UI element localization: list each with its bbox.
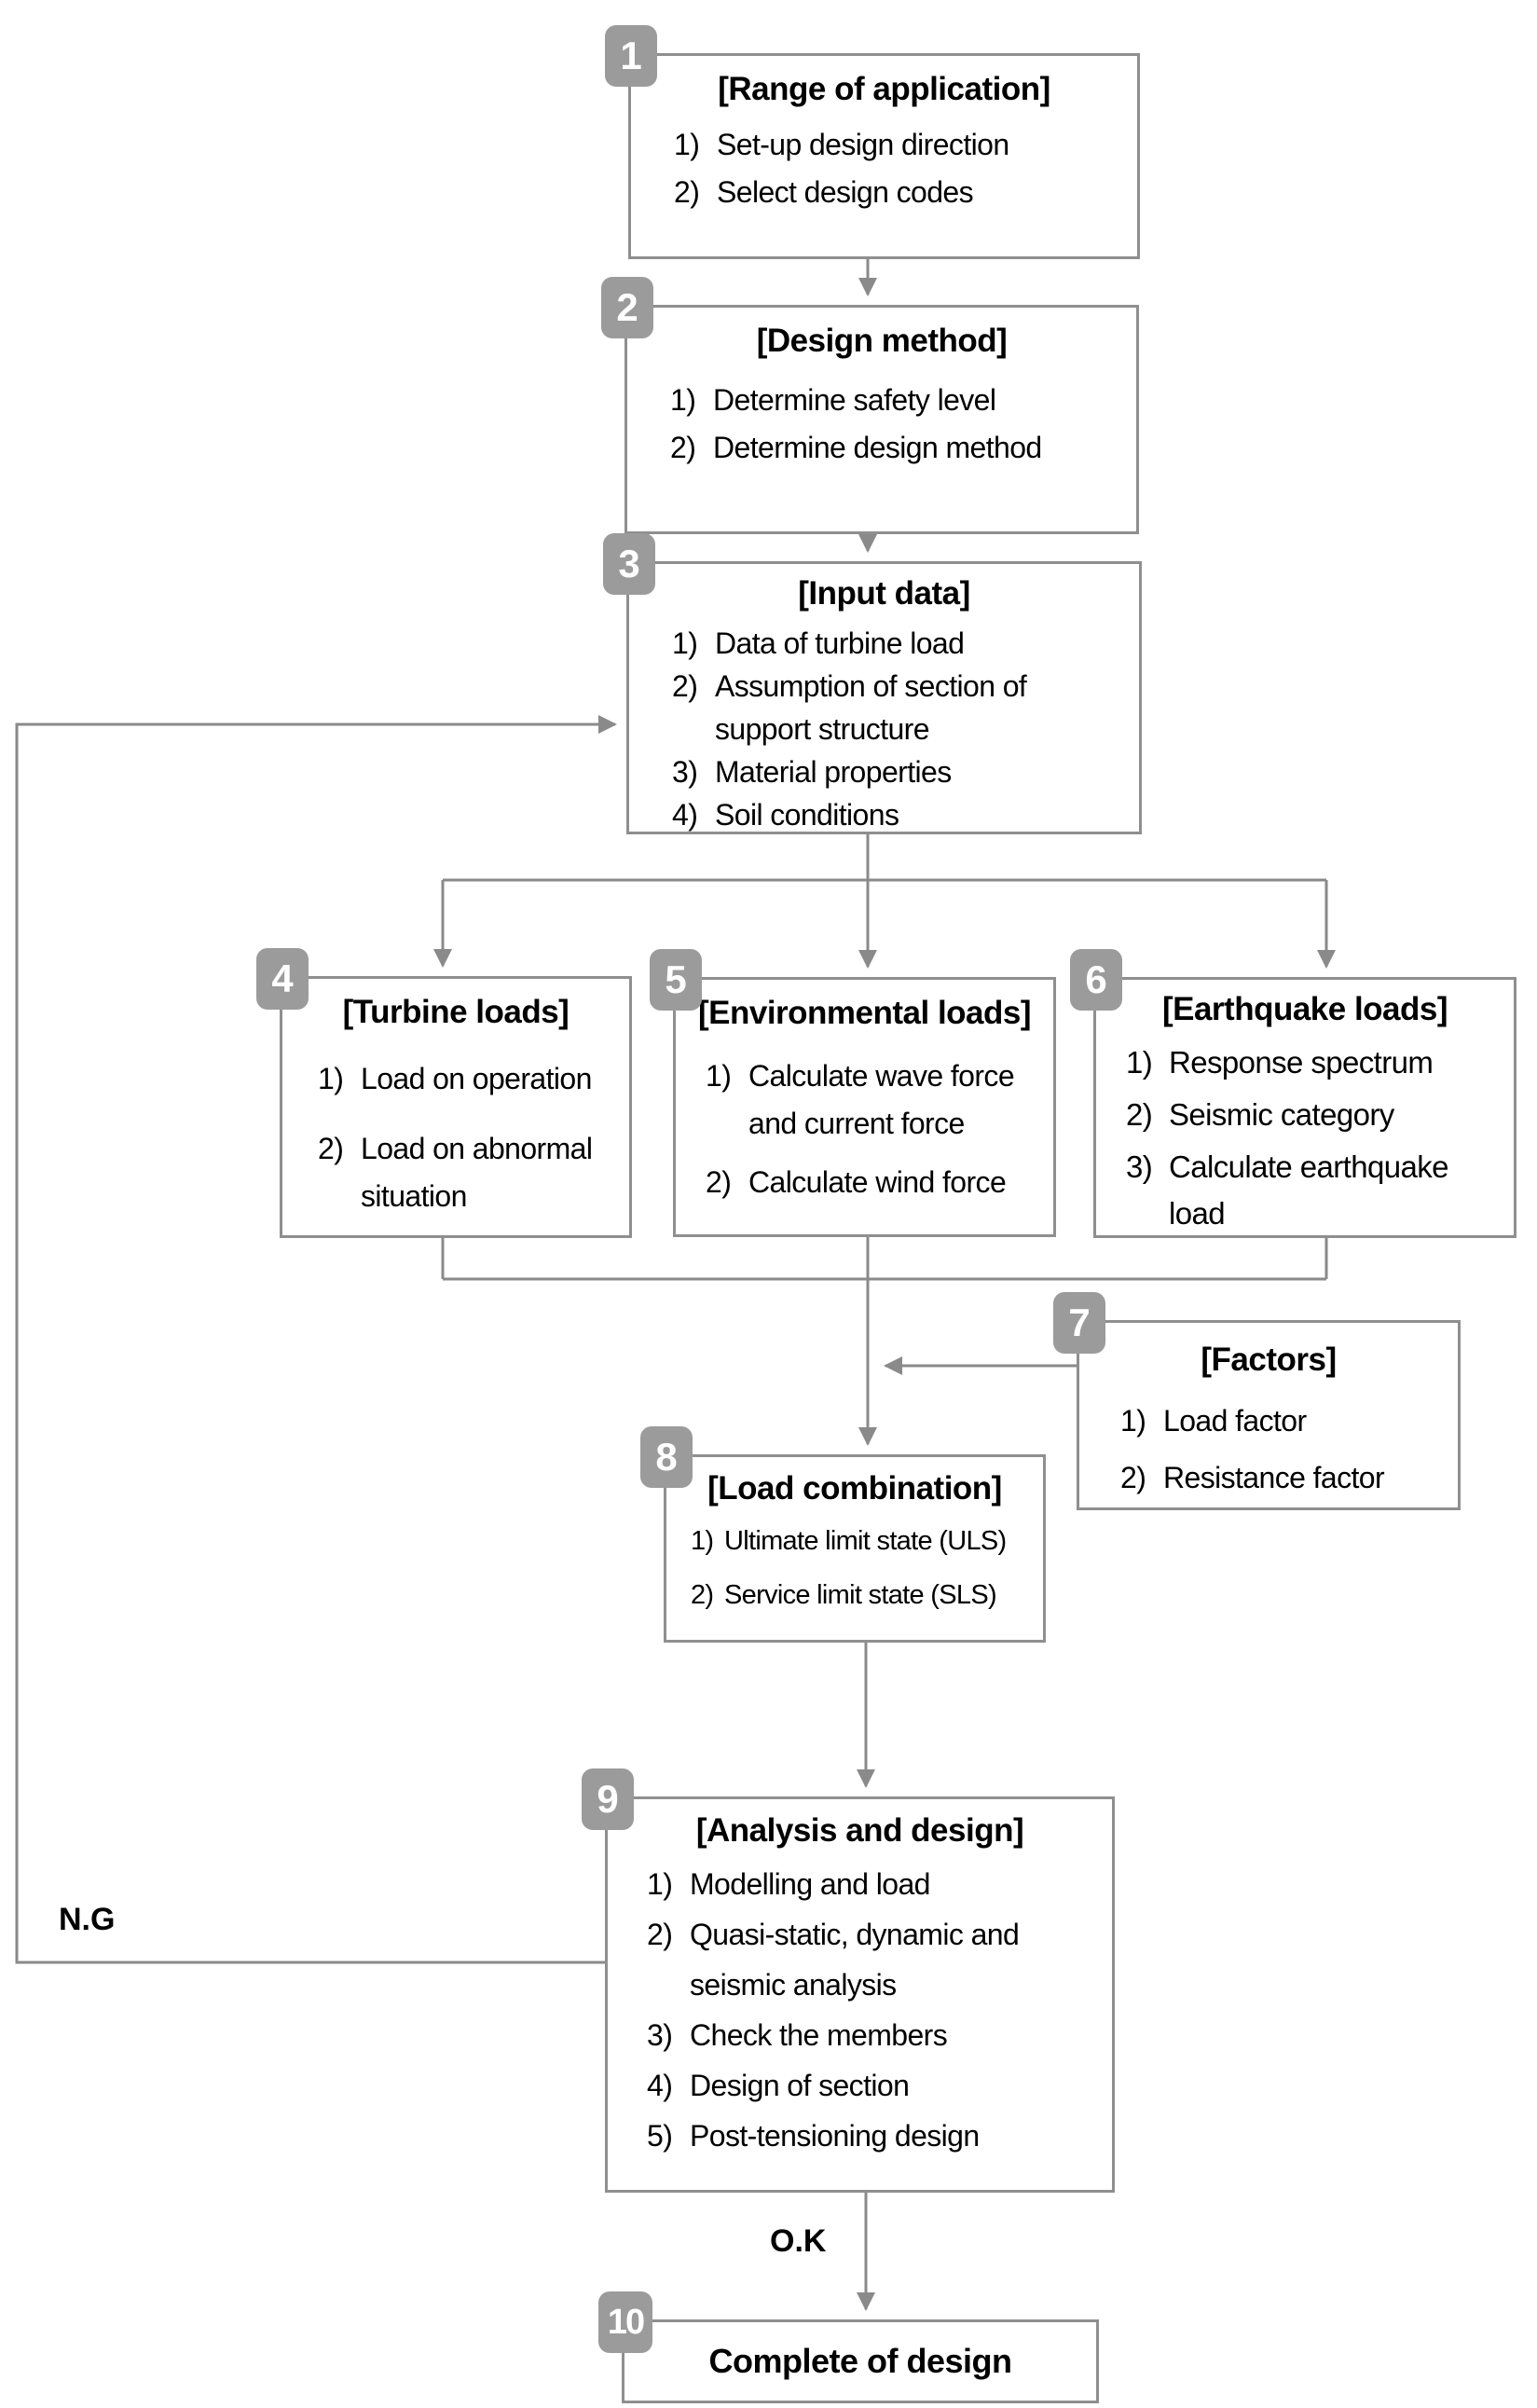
step-item: 2)Load on abnormal situation (318, 1132, 593, 1213)
flow-step-5-environmental-loads: 5 [Environmental loads] 1)Calculate wave… (650, 949, 1056, 1237)
step-number-badge: 3 (603, 533, 655, 595)
step-title: [Environmental loads] (697, 995, 1032, 1031)
ng-label: N.G (59, 1902, 116, 1937)
step-number-badge: 7 (1053, 1292, 1105, 1354)
step-item: 2)Seismic category (1126, 1097, 1394, 1132)
step-item: 1)Load on operation (318, 1062, 592, 1095)
step-number-badge: 10 (598, 2291, 652, 2353)
step-item: 2)Select design codes (674, 175, 974, 209)
step-item: 2)Assumption of section of support struc… (672, 669, 1027, 746)
step-item: 4)Design of section (647, 2069, 910, 2102)
step-items: 1)Calculate wave force and current force… (689, 1053, 1040, 1206)
step-title: [Range of application] (718, 71, 1050, 107)
flow-step-6-earthquake-loads: 6 [Earthquake loads] 1)Response spectrum… (1070, 949, 1516, 1238)
step-item: 1)Load factor (1120, 1404, 1307, 1438)
step-item: 5)Post-tensioning design (647, 2119, 980, 2153)
step-item: 1)Modelling and load (647, 1867, 930, 1901)
step-title: [Analysis and design] (695, 1812, 1024, 1849)
step-number-badge: 1 (605, 25, 657, 87)
step-item: 1)Ultimate limit state (ULS) (691, 1526, 1007, 1556)
step-title: [Load combination] (707, 1470, 1002, 1507)
step-number-badge: 4 (256, 948, 309, 1010)
step-items: 1)Load on operation 2)Load on abnormal s… (295, 1055, 616, 1220)
flow-step-2-design-method: 2 [Design method] 1)Determine safety lev… (601, 277, 1139, 534)
flow-step-10-complete-of-design: 10 Complete of design (598, 2291, 1099, 2403)
step-item: 1)Determine safety level (670, 383, 996, 417)
step-title: [Input data] (798, 575, 970, 612)
step-item: 4)Soil conditions (672, 798, 899, 832)
step-item: 3)Check the members (647, 2018, 948, 2052)
step-item: 2)Service limit state (SLS) (691, 1580, 997, 1610)
step-number-badge: 8 (640, 1426, 693, 1488)
step-item: 2)Calculate wind force (706, 1165, 1007, 1199)
step-item: 1)Response spectrum (1126, 1045, 1434, 1080)
step-item: 3)Material properties (672, 755, 952, 789)
step-title: [Turbine loads] (342, 994, 570, 1030)
step-item: 2)Quasi-static, dynamic and seismic anal… (647, 1918, 1020, 2002)
step-item: 1)Data of turbine load (672, 626, 965, 660)
step-number-badge: 2 (601, 277, 653, 338)
flow-step-1-range-of-application: 1 [Range of application] 1)Set-up design… (605, 25, 1140, 259)
step-number-badge: 5 (650, 949, 702, 1011)
step-items: 1)Determine safety level 2)Determine des… (640, 377, 1123, 472)
flow-step-8-load-combination: 8 [Load combination] 1)Ultimate limit st… (640, 1426, 1046, 1643)
step-item: 2)Resistance factor (1120, 1461, 1385, 1494)
step-number-badge: 9 (582, 1768, 634, 1830)
step-number-badge: 6 (1070, 949, 1122, 1011)
step-items: 1)Set-up design direction 2)Select desig… (644, 121, 1124, 216)
feedback-loop-ng (15, 715, 617, 1964)
step-items: 1)Load factor 2)Resistance factor (1092, 1397, 1445, 1502)
step-items: 1)Response spectrum 2)Seismic category 3… (1109, 1039, 1501, 1237)
step-items: 1)Data of turbine load 2)Assumption of s… (642, 622, 1126, 836)
step-title: [Design method] (756, 323, 1008, 359)
flow-step-9-analysis-and-design: 9 [Analysis and design] 1)Modelling and … (582, 1768, 1115, 2193)
flow-step-3-input-data: 3 [Input data] 1)Data of turbine load 2)… (603, 533, 1142, 836)
step-item: 1)Set-up design direction (674, 128, 1009, 161)
step-item: 3)Calculate earthquake load (1126, 1149, 1448, 1231)
step-item: 1)Calculate wave force and current force (706, 1059, 1015, 1140)
step-title: [Factors] (1201, 1342, 1337, 1378)
step-title: [Earthquake loads] (1161, 991, 1448, 1027)
step-title: Complete of design (708, 2342, 1012, 2380)
step-item: 2)Determine design method (670, 431, 1042, 464)
step-items: 1)Modelling and load 2)Quasi-static, dyn… (621, 1859, 1099, 2161)
flow-step-7-factors: 7 [Factors] 1)Load factor 2)Resistance f… (1053, 1292, 1461, 1510)
flow-step-4-turbine-loads: 4 [Turbine loads] 1)Load on operation 2)… (256, 948, 632, 1238)
step-items: 1)Ultimate limit state (ULS) 2)Service l… (679, 1519, 1030, 1617)
ok-label: O.K (770, 2223, 827, 2259)
